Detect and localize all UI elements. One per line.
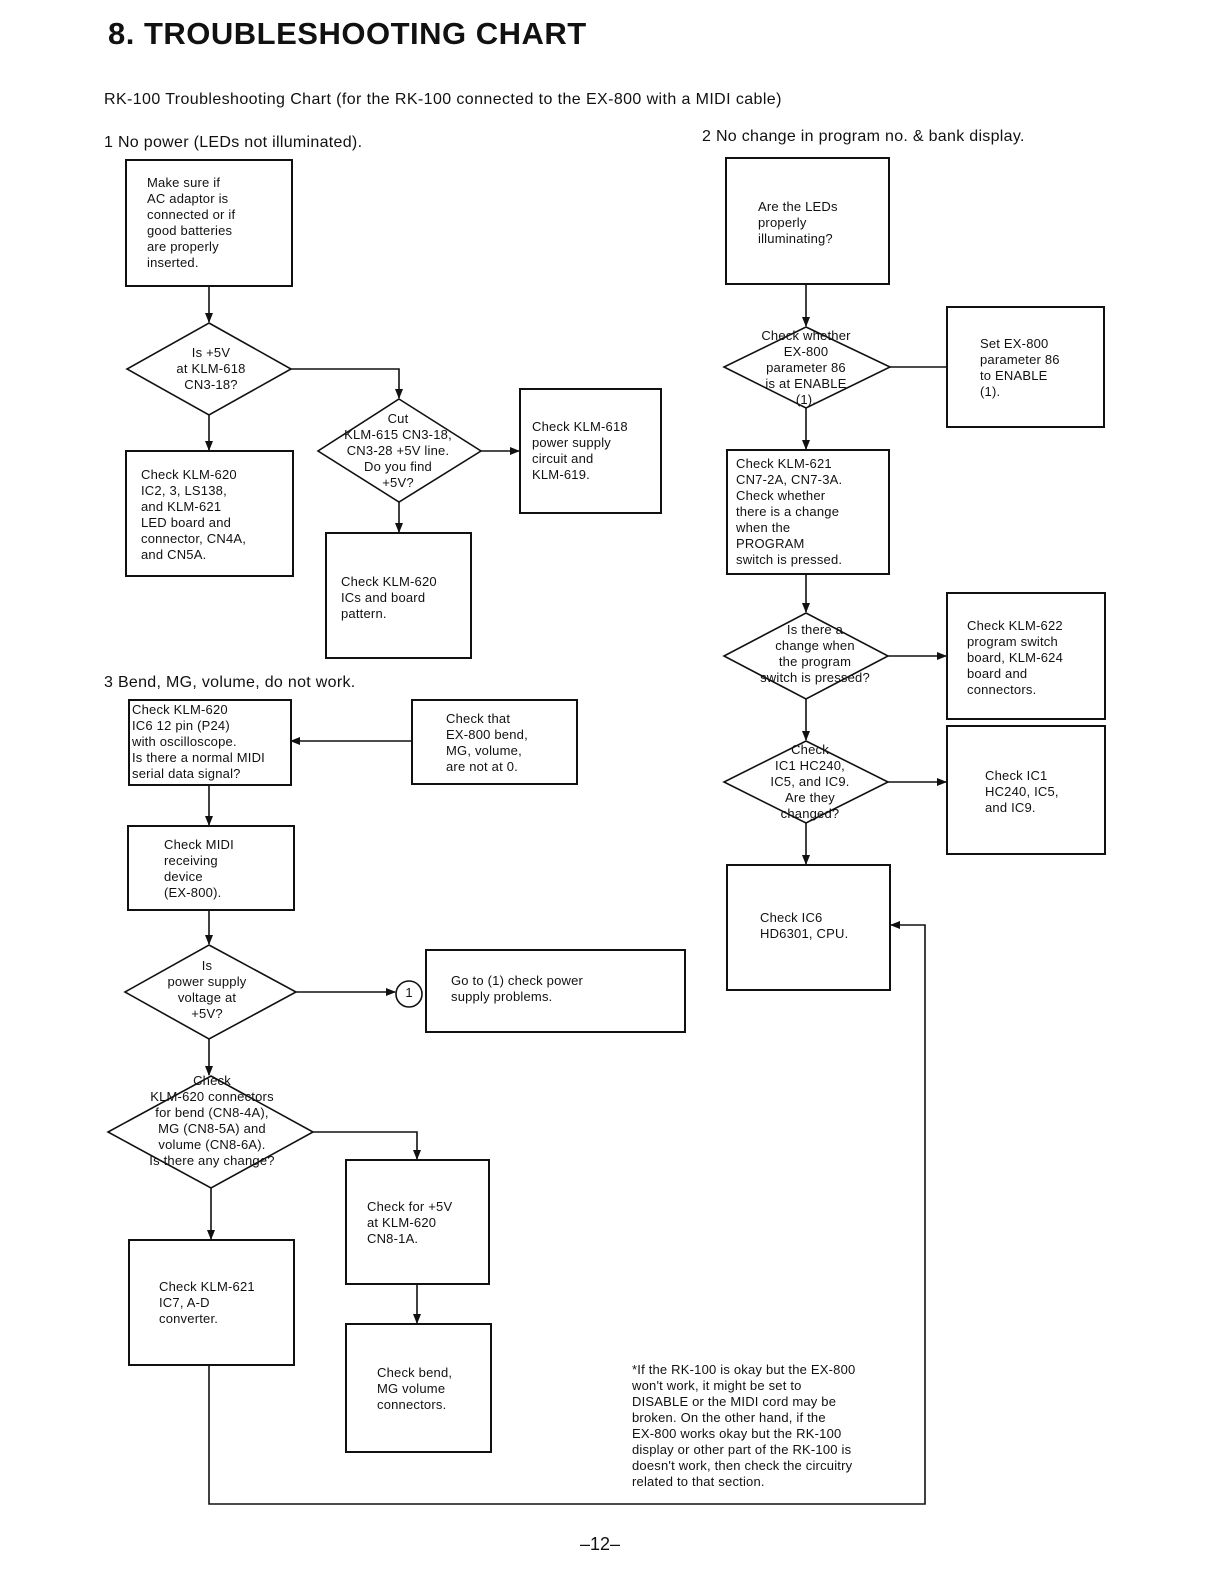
footnote: *If the RK-100 is okay but the EX-800 wo…	[632, 1362, 856, 1489]
section3-heading: 3 Bend, MG, volume, do not work.	[104, 674, 356, 691]
line-connectors-no	[313, 1131, 421, 1160]
box-check-klm621-ad: Check KLM-621 IC7, A-D converter.	[128, 1239, 295, 1366]
box-check-midi: Check MIDI receiving device (EX-800).	[127, 825, 295, 911]
box-check-ex800-bend: Check that EX-800 bend, MG, volume, are …	[411, 699, 578, 785]
section1-heading: 1 No power (LEDs not illuminated).	[104, 134, 363, 151]
diamond-ic-text: Check IC1 HC240, IC5, and IC9. Are they …	[770, 742, 850, 821]
diamond-5v-text: Is +5V at KLM-618 CN3-18?	[176, 345, 246, 392]
diamond-change-text: Is there a change when the program switc…	[760, 622, 870, 685]
diamond-param-text: Check whether EX-800 parameter 86 is at …	[761, 328, 851, 407]
box-check-ic6: Check IC6 HD6301, CPU.	[726, 864, 891, 991]
page-number: –12–	[580, 1534, 621, 1554]
box-goto-power: Go to (1) check power supply problems.	[425, 949, 686, 1033]
connector-1-label: 1	[405, 985, 413, 1000]
line-5v-yes	[291, 368, 403, 399]
page-title: 8. TROUBLESHOOTING CHART	[108, 16, 587, 51]
box-check-bend: Check bend, MG volume connectors.	[345, 1323, 492, 1453]
box-leds-illuminating: Are the LEDs properly illuminating?	[725, 157, 890, 285]
box-check-klm618: Check KLM-618 power supply circuit and K…	[519, 388, 662, 514]
line-return-to-ic6	[208, 921, 926, 1505]
box-check-ic6-pin: Check KLM-620 IC6 12 pin (P24) with osci…	[128, 699, 292, 786]
page-subtitle: RK-100 Troubleshooting Chart (for the RK…	[104, 91, 782, 108]
connector-circle	[395, 980, 423, 1008]
diamond-cut-text: Cut KLM-615 CN3-18, CN3-28 +5V line. Do …	[344, 411, 452, 490]
box-check-klm620-ics: Check KLM-620 ICs and board pattern.	[325, 532, 472, 659]
box-check-5v: Check for +5V at KLM-620 CN8-1A.	[345, 1159, 490, 1285]
box-check-ic1: Check IC1 HC240, IC5, and IC9.	[946, 725, 1106, 855]
box-check-klm620: Check KLM-620 IC2, 3, LS138, and KLM-621…	[125, 450, 294, 577]
box-check-klm622: Check KLM-622 program switch board, KLM-…	[946, 592, 1106, 720]
box-check-klm621: Check KLM-621 CN7-2A, CN7-3A. Check whet…	[726, 449, 890, 575]
section2-heading: 2 No change in program no. & bank displa…	[702, 128, 1025, 145]
box-check-ac-adaptor: Make sure if AC adaptor is connected or …	[125, 159, 293, 287]
diamond-power-text: Is power supply voltage at +5V?	[167, 958, 247, 1021]
diamond-connectors-text: Check KLM-620 connectors for bend (CN8-4…	[149, 1073, 275, 1168]
box-set-ex800-param: Set EX-800 parameter 86 to ENABLE (1).	[946, 306, 1105, 428]
